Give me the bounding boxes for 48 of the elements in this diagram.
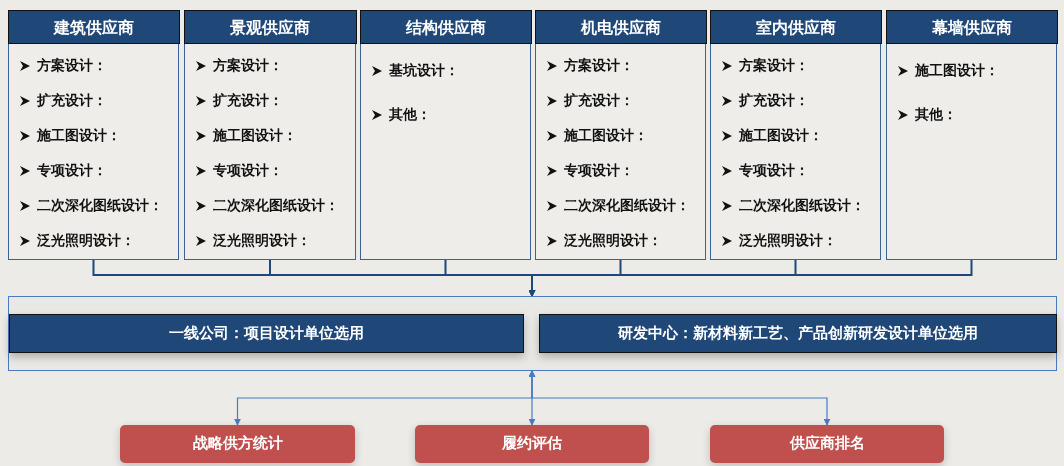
list-item: 施工图设计： <box>739 127 823 145</box>
connector-arrow <box>528 259 973 297</box>
supplier-card <box>360 10 531 260</box>
list-item: 施工图设计： <box>564 127 648 145</box>
list-item: 方案设计： <box>213 57 283 75</box>
list-item: 扩充设计： <box>564 92 634 110</box>
list-item: 其他： <box>915 105 957 124</box>
list-item: 施工图设计： <box>37 127 121 145</box>
list-item: 专项设计： <box>739 162 809 180</box>
list-item: 方案设计： <box>37 57 107 75</box>
list-item: 方案设计： <box>739 57 809 75</box>
list-item: 专项设计： <box>37 162 107 180</box>
list-item: 扩充设计： <box>213 92 283 110</box>
list-item: 施工图设计： <box>915 61 999 80</box>
card-header: 景观供应商 <box>183 9 357 44</box>
supplier-card <box>184 10 356 260</box>
list-item: 二次深化图纸设计： <box>739 197 865 215</box>
card-header: 幕墙供应商 <box>885 9 1058 44</box>
list-item: 扩充设计： <box>37 92 107 110</box>
list-item: 泛光照明设计： <box>739 232 837 250</box>
supplier-card <box>8 10 179 260</box>
list-item: 二次深化图纸设计： <box>213 197 339 215</box>
supplier-card <box>535 10 706 260</box>
group-panel <box>8 296 1057 371</box>
list-item: 专项设计： <box>213 162 283 180</box>
result-box: 战略供方统计 <box>120 425 355 463</box>
connector-arrow <box>528 370 831 426</box>
list-item: 专项设计： <box>564 162 634 180</box>
result-box: 供应商排名 <box>710 425 944 463</box>
list-item: 二次深化图纸设计： <box>37 197 163 215</box>
supplier-card <box>886 10 1057 260</box>
list-item: 泛光照明设计： <box>37 232 135 250</box>
list-item: 方案设计： <box>564 57 634 75</box>
title-bar: 研发中心：新材料新工艺、产品创新研发设计单位选用 <box>539 314 1057 353</box>
supplier-card <box>710 10 881 260</box>
card-header: 室内供应商 <box>709 9 882 44</box>
list-item: 泛光照明设计： <box>564 232 662 250</box>
list-item: 泛光照明设计： <box>213 232 311 250</box>
card-header: 结构供应商 <box>359 9 532 44</box>
title-bar: 一线公司：项目设计单位选用 <box>9 314 524 353</box>
list-item: 二次深化图纸设计： <box>564 197 690 215</box>
list-item: 其他： <box>389 105 431 124</box>
card-header: 建筑供应商 <box>7 9 180 44</box>
card-header: 机电供应商 <box>534 9 707 44</box>
list-item: 扩充设计： <box>739 92 809 110</box>
list-item: 施工图设计： <box>213 127 297 145</box>
result-box: 履约评估 <box>415 425 649 463</box>
list-item: 基坑设计： <box>389 61 459 80</box>
